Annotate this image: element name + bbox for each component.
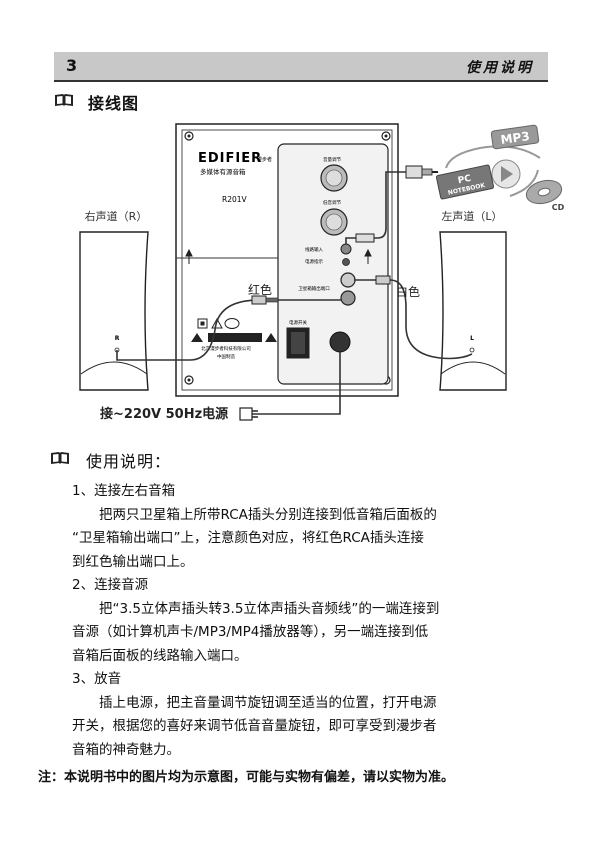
connection-diagram: EDIFIER 漫步者 多媒体有源音箱 R201V 音量调节 低音调节 线路输入… (79, 123, 565, 422)
left-channel-label: 左声道（L） (441, 209, 502, 223)
power-label: 接~220V 50Hz电源 (100, 406, 228, 422)
svg-text:R: R (115, 335, 120, 342)
control-panel (277, 143, 389, 385)
step-3-line: 音箱的神奇魅力。 (72, 741, 180, 758)
model-label: R201V (222, 195, 248, 204)
header-title: 使用说明 (466, 60, 534, 76)
red-cable (116, 299, 342, 361)
knob-volume-label: 音量调节 (323, 156, 341, 163)
white-label: 白色 (396, 284, 420, 299)
red-label: 红色 (248, 282, 272, 297)
book-icon (55, 94, 73, 106)
step-1-heading: 1、连接左右音箱 (72, 483, 176, 499)
product-line: 多媒体有源音箱 (200, 167, 246, 176)
switch-label: 电源开关 (289, 319, 307, 326)
pc-notebook-badge (435, 164, 495, 200)
white-cable (354, 279, 473, 360)
step-1-line: “卫星箱输出端口”上，注意颜色对应，将红色RCA插头连接 (72, 530, 424, 546)
step-2-line: 音箱后面板的线路输入端口。 (72, 647, 248, 664)
step-2-heading: 2、连接音源 (72, 577, 149, 593)
power-cord-socket (329, 331, 351, 353)
step-3-line: 开关，根据您的喜好来调节低音音量旋钮，即可享受到漫步者 (72, 718, 437, 734)
left-speaker: L (439, 231, 507, 391)
maker-label: 北京漫步者科技有限公司 (201, 345, 251, 352)
step-2-line: 把“3.5立体声插头转3.5立体声插头音频线”的一端连接到 (99, 600, 440, 617)
line-in-label: 线路输入 (305, 246, 323, 253)
step-1-line: 到红色输出端口上。 (72, 553, 194, 570)
brand-logo: EDIFIER (198, 151, 262, 166)
svg-text:L: L (470, 335, 474, 342)
right-speaker: R (79, 231, 149, 391)
instructions-title: 使用说明： (86, 452, 172, 471)
step-3-line: 插上电源，把主音量调节旋钮调至适当的位置，打开电源 (99, 694, 437, 711)
power-indicator (342, 258, 350, 266)
step-1-line: 把两只卫星箱上所带RCA插头分别连接到低音箱后面板的 (99, 506, 437, 523)
instructions-body: 1、连接左右音箱 把两只卫星箱上所带RCA插头分别连接到低音箱后面板的 “卫星箱… (72, 480, 542, 762)
step-3-heading: 3、放音 (72, 671, 122, 687)
satellite-out-red-port (340, 272, 356, 288)
power-cord (252, 352, 341, 415)
right-channel-label: 右声道（R） (85, 209, 148, 223)
line-in-port (340, 243, 352, 255)
satellite-out-white-port (340, 290, 356, 306)
footnote: 注：本说明书中的图片均为示意图，可能与实物有偏差，请以实物为准。 (38, 770, 455, 785)
mp3-badge (490, 124, 540, 150)
satellite-out-label: 卫星箱输出端口 (298, 285, 330, 292)
svg-text:PC: PC (457, 174, 472, 187)
diagram-section-title: 接线图 (88, 94, 140, 113)
book-icon (51, 452, 69, 464)
audio-source-icons: MP3 PC NOTEBOOK CD (435, 124, 565, 212)
svg-text:MP3: MP3 (500, 129, 531, 147)
step-2-line: 音源（如计算机声卡/MP3/MP4播放器等），另一端连接到低 (72, 624, 429, 640)
power-indicator-label: 电源指示 (305, 258, 323, 265)
knob-bass-label: 低音调节 (323, 199, 341, 206)
brand-cn: 漫步者 (257, 156, 272, 163)
page-number: 3 (66, 56, 78, 75)
made-in-label: 中国制造 (217, 353, 235, 360)
header-bar: 3 使用说明 (54, 52, 548, 82)
svg-text:CD: CD (552, 203, 565, 212)
